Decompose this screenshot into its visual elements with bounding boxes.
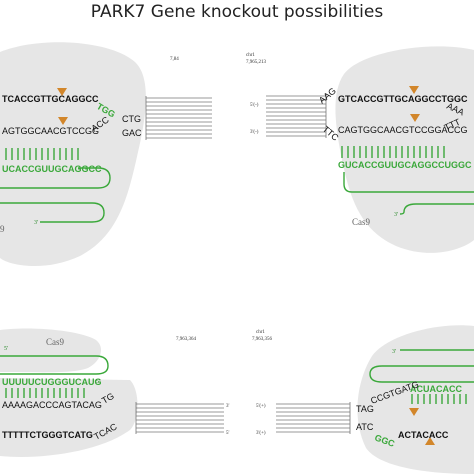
dna-ladder-bottom-left xyxy=(135,402,224,434)
panel-bottom-right: chr1 7,963,356 5'(+) 3'(+) 3' ACUACACC T… xyxy=(252,325,474,474)
figure-title: PARK7 Gene knockout possibilities xyxy=(90,2,384,22)
cas9-label: Cas9 xyxy=(46,337,65,347)
dna-lower-strand: TTTTTCTGGGTCATG xyxy=(2,430,93,440)
guide-3prime-label: 3' xyxy=(392,349,396,355)
chromosome-label: chr1 xyxy=(246,53,255,58)
dna-lower-end: GAC xyxy=(122,128,142,138)
cut-site-arrow-lower xyxy=(58,117,68,125)
guide-rna-scaffold xyxy=(0,355,109,375)
coordinate-label: 7,965,213 xyxy=(246,60,267,65)
guide-rna-scaffold xyxy=(343,172,474,215)
dna-lower-strand: ACTACACC xyxy=(398,430,449,440)
dna-lower-prefix: ATC xyxy=(356,422,374,432)
cut-site-arrow-lower xyxy=(410,114,420,122)
dna-upper-end: CTG xyxy=(122,114,141,124)
dna-ladder-top-left xyxy=(145,96,212,140)
guide-rungs-top-left xyxy=(5,148,79,160)
guide-5prime-label: 5' xyxy=(4,346,8,352)
dna-ladder-bottom-right xyxy=(276,402,351,434)
dna-bulge-bottom-left xyxy=(0,378,138,457)
strand-5prime-label: 5' xyxy=(226,431,230,436)
cut-site-arrow-upper xyxy=(409,86,419,94)
chromosome-label: chr1 xyxy=(256,330,265,335)
dna-upper-prefix: AAG xyxy=(317,86,338,106)
cas9-label: Cas9 xyxy=(352,217,371,227)
guide-rna-sequence: GUCACCGUUGCAGGCCUGGC xyxy=(338,160,472,170)
guide-rungs-bottom-right xyxy=(411,394,467,404)
guide-rna-sequence: UUUUUCUGGGUCAUG xyxy=(2,377,102,387)
cas9-blob-top-left xyxy=(0,42,146,267)
coordinate-label: 7,963,356 xyxy=(252,337,273,342)
cut-site-arrow-lower xyxy=(425,437,435,445)
strand-3prime-label: 3'(+) xyxy=(256,431,266,436)
dna-upper-prefix: TAG xyxy=(356,404,374,414)
dna-lower-strand: CAGTGGCAACGTCCGGACCG xyxy=(338,125,468,135)
guide-rna-sequence: UCACCGUUGCAGGCC xyxy=(2,164,102,174)
coordinate-label: 7,84 xyxy=(170,57,179,62)
strand-5prime-label: 5'(+) xyxy=(256,404,266,409)
dna-upper-strand: TCACCGTTGCAGGCC xyxy=(2,94,99,104)
cas9-blob-top-right xyxy=(335,46,474,253)
guide-3prime-label: 3' xyxy=(34,220,38,226)
guide-rna-scaffold xyxy=(369,349,474,383)
guide-rna-scaffold xyxy=(0,167,111,223)
guide-prime-label: 5' xyxy=(96,379,100,385)
coordinate-label: 7,963,364 xyxy=(176,337,197,342)
guide-rna-sequence: ACUACACC xyxy=(410,384,462,394)
cut-site-arrow-upper xyxy=(409,408,419,416)
strand-3prime-label: 3'(-) xyxy=(250,130,259,135)
panel-top-left: 7,84 TCACCGTTGCAGGCC TGG CTG AGTGGCAACGT… xyxy=(0,42,212,267)
strand-5prime-label: 5'(-) xyxy=(250,103,259,108)
strand-3prime-label: 3' xyxy=(226,404,230,409)
guide-3prime-label: 3' xyxy=(394,212,398,218)
dna-upper-strand: AAAAGACCCAGTACAG xyxy=(2,400,102,410)
dna-ladder-top-right xyxy=(266,94,327,138)
cas9-blob-bottom-right xyxy=(357,325,474,474)
panel-bottom-left: Cas9 5' 7,963,364 UUUUUCUGGGUCAUG 5' AAA… xyxy=(0,328,230,457)
cas9-blob-bottom-left xyxy=(0,328,102,373)
dna-lower-strand: AGTGGCAACGTCCGG xyxy=(2,126,99,136)
guide-rungs-bottom-left xyxy=(5,388,85,398)
cas9-label: 9 xyxy=(0,224,5,234)
dna-upper-strand: GTCACCGTTGCAGGCCTGGC xyxy=(338,94,468,104)
panel-top-right: chr1 7,965,213 5'(-) 3'(-) AAG GTCACCGTT… xyxy=(246,46,474,253)
guide-rungs-top-right xyxy=(341,146,445,158)
cut-site-arrow-upper xyxy=(57,88,67,96)
